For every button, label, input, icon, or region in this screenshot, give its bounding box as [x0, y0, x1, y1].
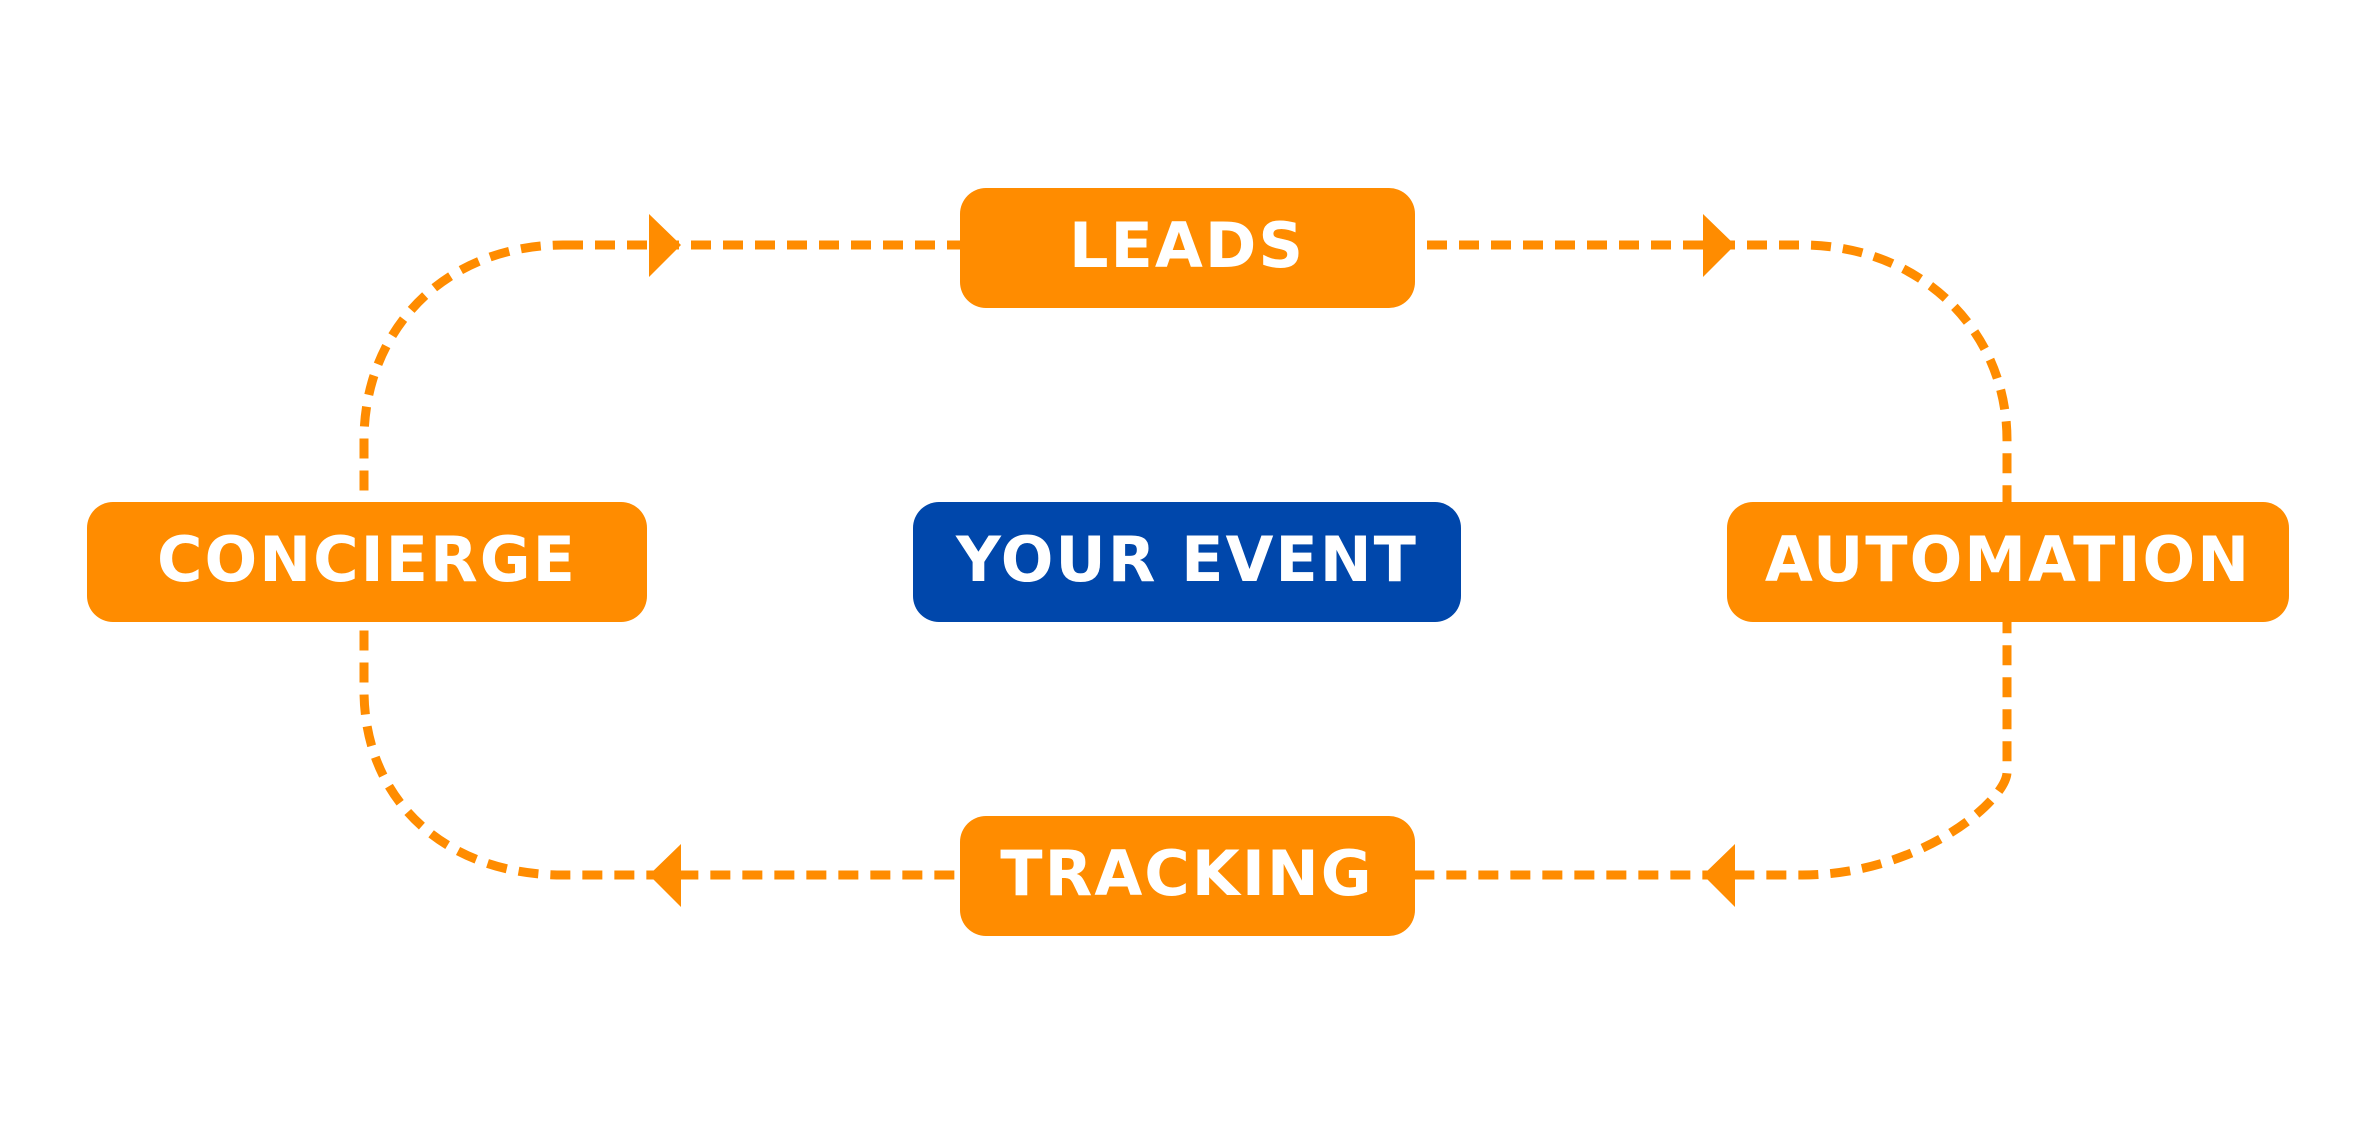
automation-node: AUTOMATION	[1727, 502, 2289, 622]
arrow-left-icon	[649, 844, 681, 907]
leads-node: LEADS	[960, 188, 1415, 308]
your-event-label: YOUR EVENT	[955, 523, 1418, 596]
arrow-right-icon	[649, 214, 681, 277]
arrow-left-icon	[1703, 844, 1735, 907]
leads-label: LEADS	[1069, 209, 1305, 282]
concierge-label: CONCIERGE	[157, 523, 577, 596]
concierge-node-box	[87, 502, 647, 622]
automation-label: AUTOMATION	[1765, 523, 2251, 596]
concierge-node: CONCIERGE	[87, 502, 647, 622]
leads-node-box	[960, 188, 1415, 308]
your-event-node: YOUR EVENT	[913, 502, 1461, 622]
tracking-node: TRACKING	[960, 816, 1415, 936]
your-event-node-box	[913, 502, 1461, 622]
automation-node-box	[1727, 502, 2289, 622]
tracking-node-box	[960, 816, 1415, 936]
arrow-right-icon	[1703, 214, 1735, 277]
cycle-loop-path	[359, 240, 2012, 880]
tracking-label: TRACKING	[1000, 837, 1373, 910]
